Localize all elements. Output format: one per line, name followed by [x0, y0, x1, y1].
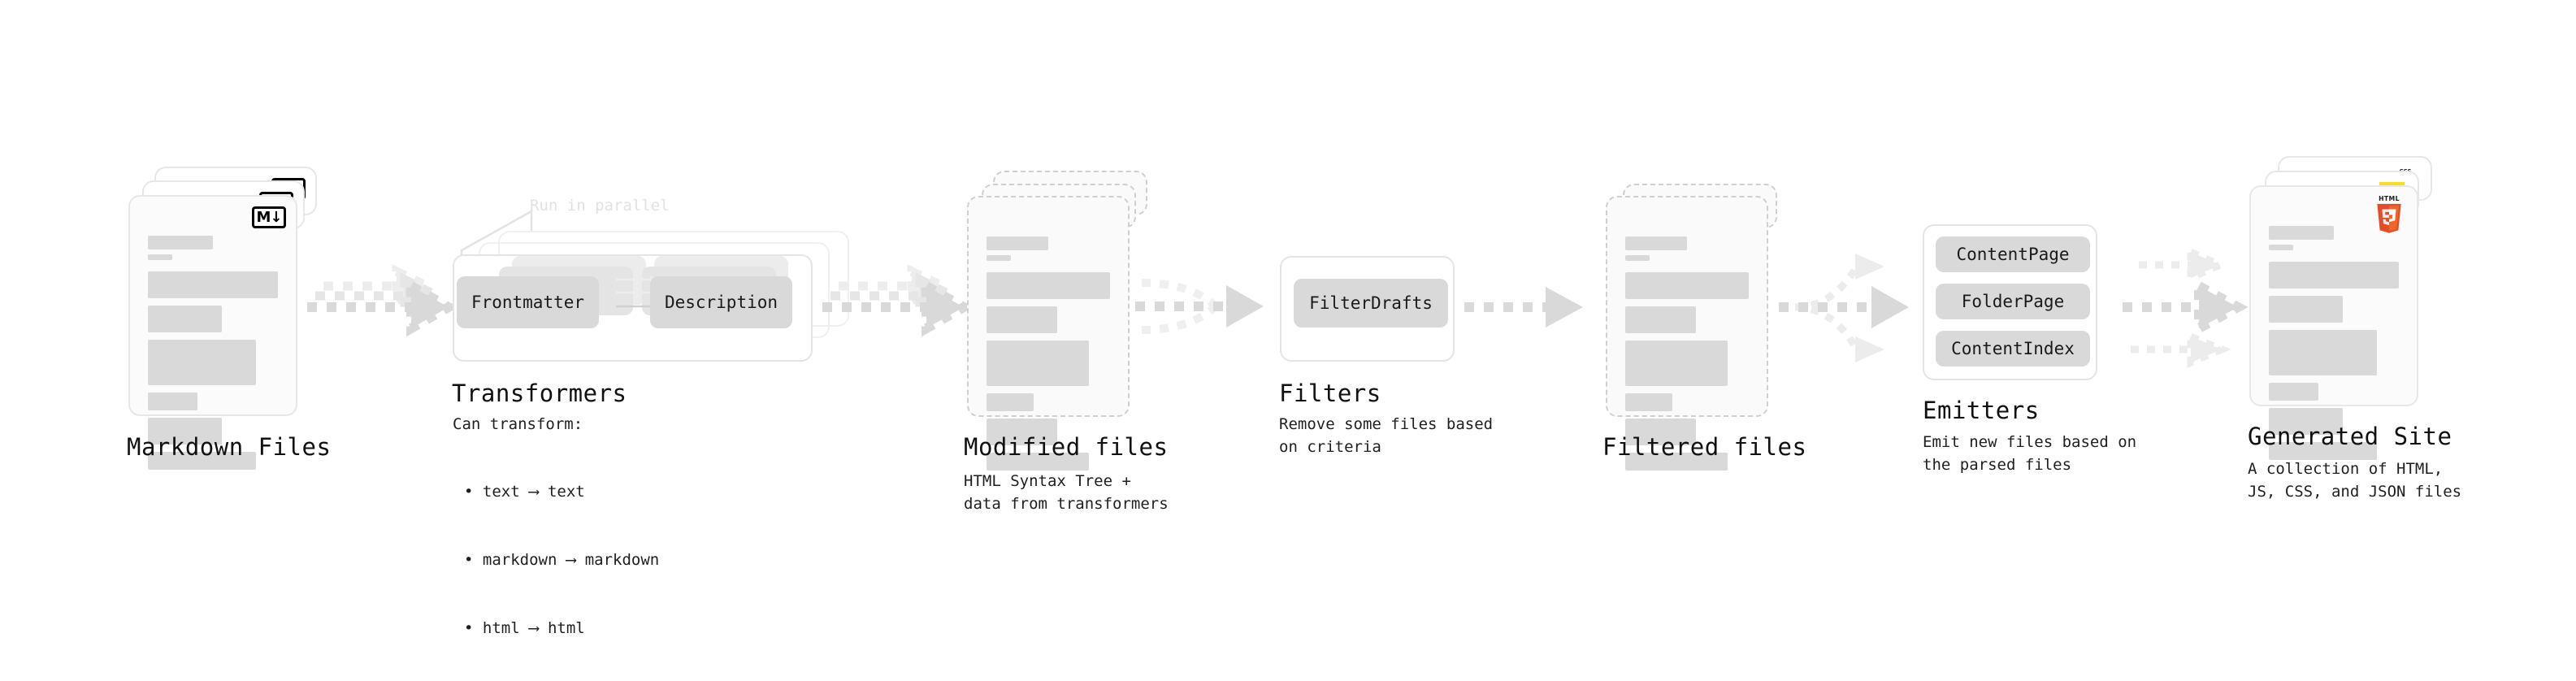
generated-site-title: Generated Site	[2248, 423, 2452, 450]
doc-text-bar	[148, 340, 256, 385]
filtered-card-content	[1625, 236, 1749, 478]
doc-meta-bar	[987, 255, 1011, 261]
filters-title: Filters	[1279, 380, 1381, 407]
transformers-bullets: • text ⟶ text • markdown ⟶ markdown • ht…	[464, 435, 659, 681]
arrow-filtered-to-emitters	[1779, 254, 1909, 362]
transformers-title: Transformers	[452, 380, 627, 407]
doc-text-bar	[1625, 272, 1749, 299]
modified-files-title: Modified files	[964, 433, 1169, 461]
doc-text-bar	[148, 393, 197, 410]
doc-heading-bar	[1625, 236, 1687, 250]
generated-site-subtitle: A collection of HTML, JS, CSS, and JSON …	[2248, 460, 2462, 501]
doc-text-bar	[987, 453, 1090, 471]
arrow-markdown-to-transformers	[307, 264, 459, 337]
markdown-card-content	[148, 236, 278, 477]
doc-meta-bar	[148, 254, 172, 260]
site-card-front-html: HTML	[2249, 185, 2418, 460]
arrow-filters-to-filtered	[1464, 287, 1583, 327]
transformers-bullet-item: • markdown ⟶ markdown	[464, 551, 660, 569]
doc-heading-bar	[148, 236, 213, 249]
doc-text-bar	[1625, 340, 1728, 386]
doc-text-bar	[148, 306, 223, 332]
filters-subtitle: Remove some files based on criteria	[1279, 415, 1494, 456]
doc-meta-bar	[1625, 255, 1650, 261]
modified-files-subtitle: HTML Syntax Tree + data from transformer…	[964, 472, 1169, 513]
run-in-parallel-label: Run in parallel	[530, 197, 670, 215]
doc-text-bar	[2269, 383, 2318, 401]
emitter-chip-contentpage[interactable]: ContentPage	[1936, 236, 2090, 272]
html5-icon: HTML	[2377, 195, 2401, 233]
filtered-card-front	[1606, 196, 1768, 471]
doc-heading-bar	[2269, 226, 2334, 240]
arrow-emitters-to-site	[2123, 246, 2249, 368]
doc-text-bar	[2269, 296, 2344, 323]
transformers-bullet-item: • text ⟶ text	[464, 483, 585, 501]
doc-text-bar	[148, 271, 278, 298]
doc-text-bar	[1625, 419, 1696, 445]
arrow-transformers-to-modified	[822, 264, 974, 337]
doc-meta-bar	[2269, 245, 2293, 250]
modified-card-content	[987, 236, 1110, 478]
doc-text-bar	[987, 306, 1057, 333]
doc-text-bar	[1625, 306, 1696, 333]
doc-text-bar	[2269, 330, 2377, 375]
doc-text-bar	[987, 419, 1057, 445]
doc-text-bar	[987, 393, 1034, 411]
markdown-card-front: M↓	[128, 195, 297, 470]
arrow-modified-to-filters	[1135, 279, 1264, 334]
transformer-chip-frontmatter[interactable]: Frontmatter	[457, 276, 599, 328]
doc-text-bar	[148, 452, 256, 470]
emitters-subtitle: Emit new files based on the parsed files	[1923, 433, 2137, 474]
doc-text-bar	[2269, 262, 2399, 288]
site-card-content	[2269, 226, 2399, 467]
emitters-title: Emitters	[1923, 397, 2040, 424]
modified-card-front	[967, 196, 1130, 471]
transformers-subtitle: Can transform:	[453, 415, 583, 433]
transformers-bullet-item: • html ⟶ html	[464, 619, 585, 637]
doc-heading-bar	[987, 236, 1048, 250]
svg-text:HTML: HTML	[2379, 195, 2400, 202]
doc-text-bar	[2269, 408, 2344, 435]
filtered-files-title: Filtered files	[1602, 433, 1807, 461]
doc-text-bar	[2269, 442, 2377, 460]
doc-text-bar	[987, 340, 1090, 386]
markdown-badge: M↓	[252, 206, 286, 228]
emitter-chip-folderpage[interactable]: FolderPage	[1936, 284, 2090, 319]
doc-text-bar	[148, 418, 223, 445]
markdown-files-title: Markdown Files	[127, 433, 332, 461]
transformer-chip-description[interactable]: Description	[650, 276, 792, 328]
doc-text-bar	[1625, 393, 1672, 411]
doc-text-bar	[1625, 453, 1728, 471]
filter-chip-filterdrafts[interactable]: FilterDrafts	[1294, 279, 1448, 327]
emitter-chip-contentindex[interactable]: ContentIndex	[1936, 331, 2090, 367]
doc-text-bar	[987, 272, 1110, 299]
